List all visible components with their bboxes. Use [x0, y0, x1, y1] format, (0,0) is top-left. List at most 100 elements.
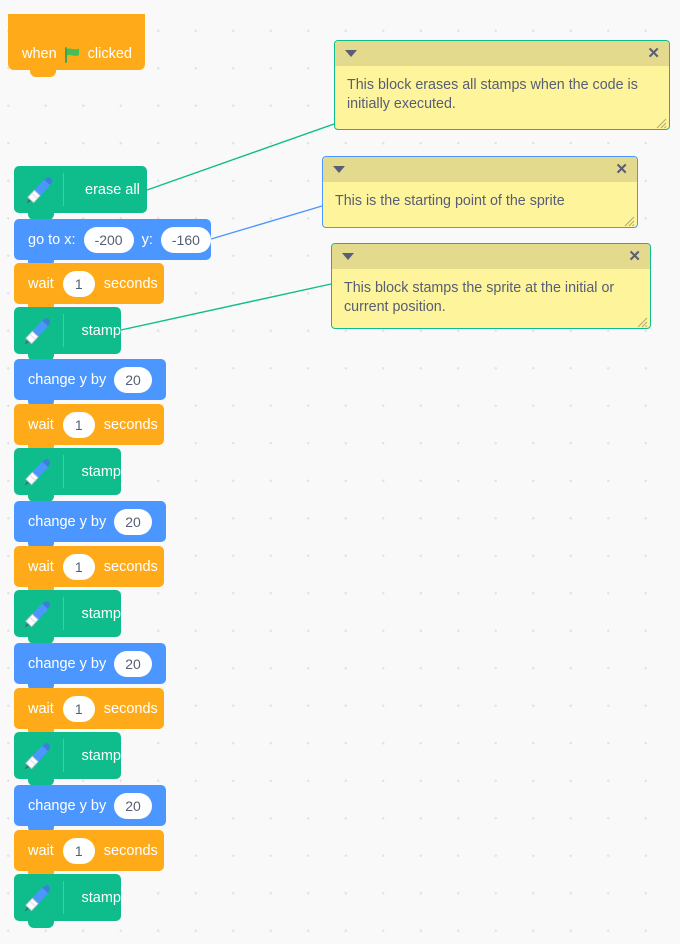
block-divider [63, 455, 64, 488]
block-bottom-bump [28, 636, 54, 644]
block-label: change y by [28, 797, 107, 814]
block-divider [63, 739, 64, 772]
block-bottom-bump [28, 212, 54, 220]
stamp-block[interactable]: stamp [14, 448, 122, 502]
block-comment[interactable]: ✕ This block erases all stamps when the c… [334, 40, 670, 130]
block-label-seconds: seconds [103, 700, 158, 717]
change-y-value-input[interactable]: 20 [114, 508, 152, 535]
stamp-block[interactable]: stamp [14, 307, 122, 361]
pen-icon [14, 307, 60, 354]
block-top-notch [28, 166, 54, 174]
block-label: go to x: [28, 231, 76, 248]
wait-seconds-input[interactable]: 1 [62, 553, 95, 580]
erase-all-block[interactable]: erase all [14, 166, 147, 220]
block-label: stamp [81, 605, 122, 622]
block-top-notch [28, 785, 54, 793]
resize-handle-icon[interactable] [636, 315, 648, 328]
block-label: wait [28, 842, 54, 859]
comment-text[interactable]: This block stamps the sprite at the init… [344, 280, 619, 316]
chevron-down-icon[interactable] [342, 253, 354, 260]
block-bottom-bump [28, 778, 54, 786]
comment-text[interactable]: This is the starting point of the sprite [335, 193, 565, 209]
block-label-seconds: seconds [103, 275, 158, 292]
block-divider [63, 173, 64, 206]
resize-handle-icon[interactable] [655, 116, 667, 129]
stamp-block[interactable]: stamp [14, 874, 121, 928]
block-bottom-bump [28, 541, 54, 549]
pen-icon [14, 448, 60, 495]
block-top-notch [28, 307, 54, 315]
resize-handle-icon[interactable] [623, 214, 635, 227]
go-to-xy-block[interactable]: go to x: -200 y: -160 [14, 219, 211, 267]
pen-icon [14, 874, 60, 921]
block-top-notch [28, 874, 54, 882]
when-flag-clicked-block[interactable]: when clicked [8, 14, 145, 77]
block-label: wait [28, 558, 54, 575]
wait-seconds-block[interactable]: wait 1 seconds [14, 263, 164, 311]
block-top-notch [28, 263, 54, 271]
green-flag-icon [64, 47, 81, 63]
change-y-by-block[interactable]: change y by 20 [14, 359, 166, 407]
pen-icon [14, 732, 60, 779]
chevron-down-icon[interactable] [333, 166, 345, 173]
pen-icon [14, 590, 60, 637]
block-bottom-bump [28, 825, 54, 833]
change-y-by-block[interactable]: change y by 20 [14, 643, 166, 691]
change-y-value-input[interactable]: 20 [114, 650, 152, 677]
block-label: change y by [28, 655, 107, 672]
block-label: stamp [81, 463, 122, 480]
block-top-notch [28, 359, 54, 367]
block-top-notch [28, 590, 54, 598]
comment-connector-line [210, 205, 323, 240]
block-label-seconds: seconds [103, 416, 158, 433]
block-label: stamp [81, 747, 122, 764]
block-top-notch [28, 732, 54, 740]
block-comment[interactable]: ✕ This block stamps the sprite at the ini… [331, 243, 651, 329]
block-top-notch [28, 546, 54, 554]
block-label-y: y: [141, 231, 153, 248]
block-bottom-bump [28, 683, 54, 691]
block-divider [63, 881, 64, 914]
block-top-notch [28, 688, 54, 696]
wait-seconds-input[interactable]: 1 [62, 270, 95, 297]
block-top-notch [28, 404, 54, 412]
wait-seconds-input[interactable]: 1 [62, 837, 95, 864]
x-value-input[interactable]: -200 [83, 226, 134, 253]
change-y-value-input[interactable]: 20 [114, 366, 152, 393]
block-label-seconds: seconds [103, 558, 158, 575]
block-divider [63, 597, 64, 630]
wait-seconds-block[interactable]: wait 1 seconds [14, 546, 164, 594]
close-icon[interactable]: ✕ [647, 45, 660, 62]
close-icon[interactable]: ✕ [628, 248, 641, 265]
block-bottom-bump [28, 920, 54, 928]
comment-text[interactable]: This block erases all stamps when the co… [347, 77, 642, 113]
change-y-by-block[interactable]: change y by 20 [14, 785, 166, 833]
close-icon[interactable]: ✕ [615, 161, 628, 178]
block-label: change y by [28, 371, 107, 388]
change-y-value-input[interactable]: 20 [114, 792, 152, 819]
stamp-block[interactable]: stamp [14, 590, 122, 644]
pen-icon [14, 166, 63, 213]
comment-header[interactable]: ✕ [335, 41, 669, 66]
comment-connector-line [146, 123, 335, 191]
comment-header[interactable]: ✕ [323, 157, 637, 182]
block-bottom-bump [28, 494, 54, 502]
block-label: wait [28, 275, 54, 292]
block-bottom-bump [28, 353, 54, 361]
block-divider [63, 314, 64, 347]
comment-header[interactable]: ✕ [332, 244, 650, 269]
wait-seconds-input[interactable]: 1 [62, 695, 95, 722]
y-value-input[interactable]: -160 [160, 226, 211, 253]
stamp-block[interactable]: stamp [14, 732, 122, 786]
block-top-notch [28, 219, 54, 227]
chevron-down-icon[interactable] [345, 50, 357, 57]
block-label: stamp [81, 322, 122, 339]
block-top-notch [28, 830, 54, 838]
wait-seconds-input[interactable]: 1 [62, 411, 95, 438]
block-comment[interactable]: ✕ This is the starting point of the sprit… [322, 156, 638, 228]
